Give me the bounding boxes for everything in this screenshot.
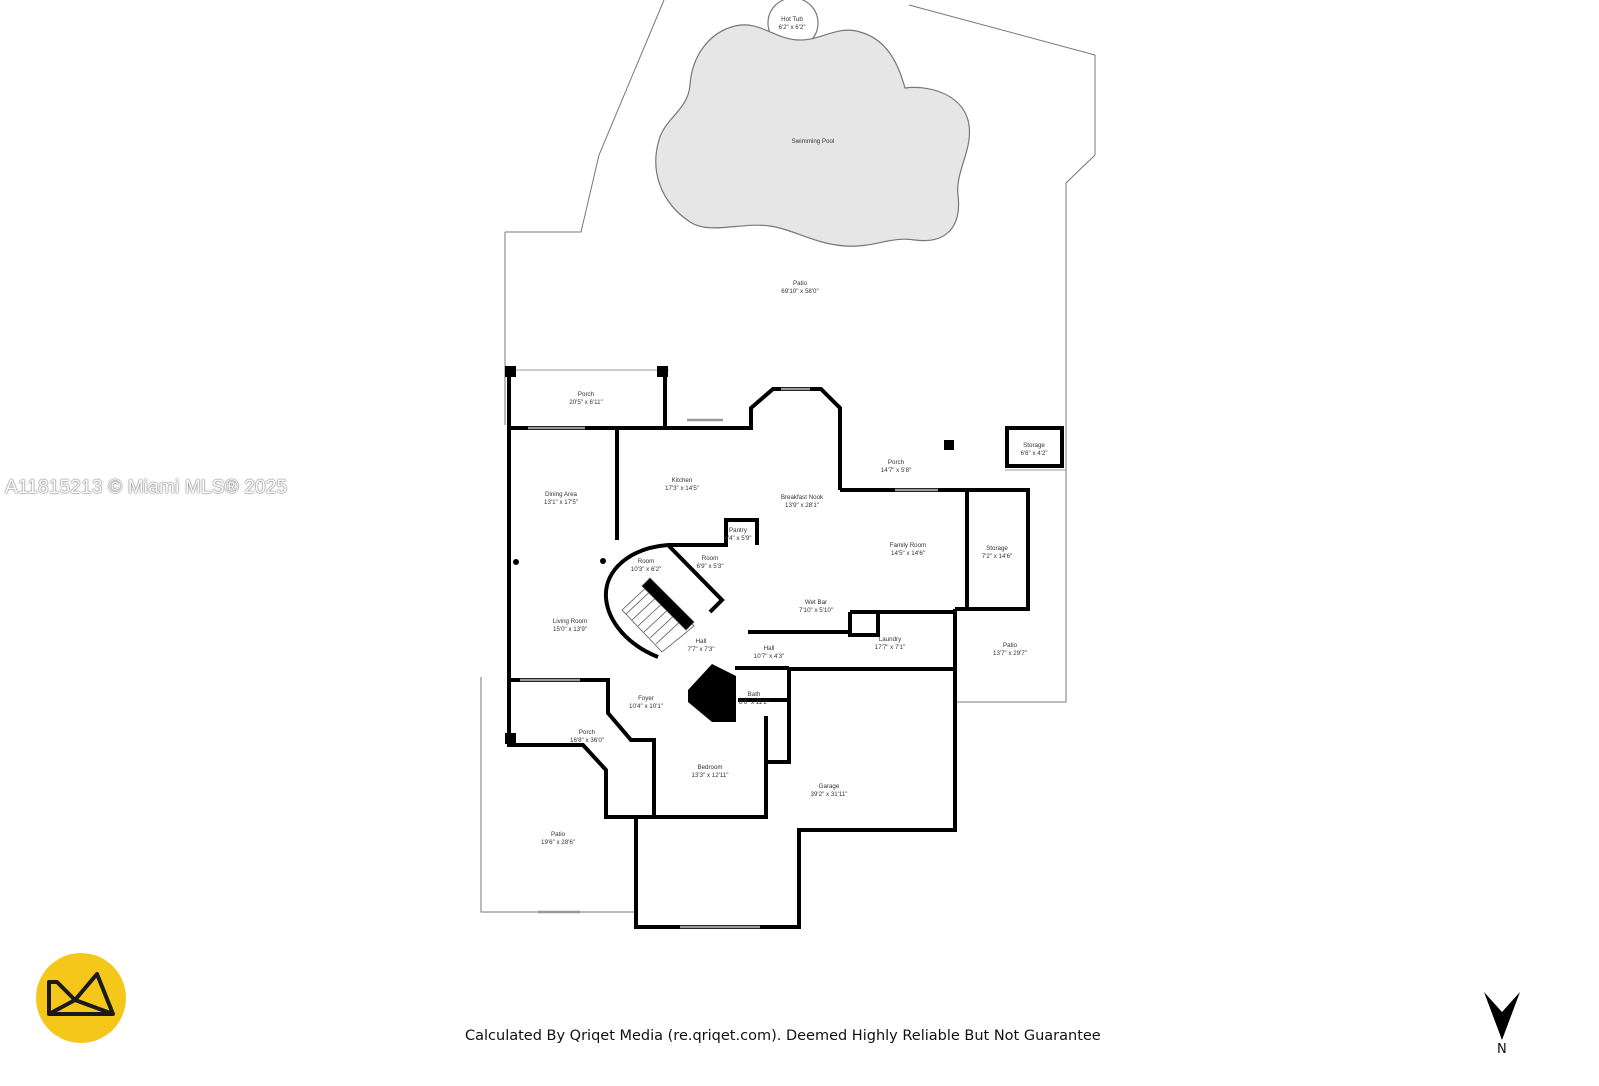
room-dims-porch-front: 16'8" x 36'0" [570,737,604,744]
room-name-swimming-pool: Swimming Pool [792,138,835,145]
room-name-room-b: Room [702,555,719,562]
room-dims-breakfast-nook: 13'9" x 28'1" [785,502,819,509]
room-dims-patio-side: 13'7" x 29'7" [993,650,1027,657]
room-dims-living-room: 15'0" x 13'9" [553,626,587,633]
room-dims-bath: 8'6" x 11'2" [739,699,769,706]
room-name-porch-rear: Porch [578,391,595,398]
room-dims-patio-rear: 69'10" x 58'0" [781,288,818,295]
room-name-porch-side: Porch [888,459,905,466]
room-dims-garage: 39'2" x 31'11" [811,791,848,798]
room-name-living-room: Living Room [553,618,587,625]
disclaimer-footer: Calculated By Qriqet Media (re.qriqet.co… [465,1028,1101,1044]
qriqet-logo [35,952,127,1044]
room-name-dining-area: Dining Area [545,491,578,498]
room-name-storage-small: Storage [1023,442,1045,449]
north-label: N [1497,1042,1507,1057]
room-name-patio-front: Patio [551,831,566,838]
room-name-hall-b: Hall [764,645,775,652]
room-dims-pantry: 4'4" x 5'9" [724,535,751,542]
room-dims-hot-tub: 6'2" x 6'2" [778,24,805,31]
staircase [621,577,695,653]
room-dims-bedroom: 13'3" x 12'11" [692,772,729,779]
room-name-wet-bar: Wet Bar [805,599,827,606]
room-dims-storage-large: 7'2" x 14'6" [982,553,1013,560]
room-dims-storage-small: 6'6" x 4'2" [1020,450,1047,457]
room-dims-wet-bar: 7'10" x 5'10" [799,607,833,614]
room-name-storage-large: Storage [986,545,1008,552]
room-name-porch-front: Porch [579,729,596,736]
room-name-kitchen: Kitchen [672,477,693,484]
walls [507,370,1064,929]
room-dims-foyer: 10'4" x 10'1" [629,703,663,710]
mls-watermark: A11815213 © Miami MLS® 2025 [5,477,288,498]
room-name-hot-tub: Hot Tub [781,16,803,23]
room-dims-room-a: 10'3" x 6'2" [631,566,662,573]
room-name-room-a: Room [638,558,655,565]
room-dims-hall-b: 10'7" x 4'3" [754,653,785,660]
room-name-garage: Garage [819,783,840,790]
room-name-family-room: Family Room [890,542,926,549]
room-dims-room-b: 6'9" x 5'3" [696,563,723,570]
room-dims-laundry: 17'7" x 7'1" [875,644,906,651]
room-name-foyer: Foyer [638,695,654,702]
room-dims-patio-front: 19'6" x 28'6" [541,839,575,846]
room-name-laundry: Laundry [879,636,902,643]
room-dims-hall-a: 7'7" x 7'3" [687,646,714,653]
north-arrow-icon [1484,992,1520,1040]
room-dims-porch-rear: 20'5" x 6'11" [569,399,602,406]
patio-edge [505,369,1066,471]
room-name-pantry: Pantry [729,527,748,534]
room-name-breakfast-nook: Breakfast Nook [781,494,824,501]
lot-outline [480,0,1096,913]
room-name-patio-rear: Patio [793,280,808,287]
porch-posts [505,366,954,744]
fireplace-block [688,664,736,722]
room-name-hall-a: Hall [696,638,707,645]
room-dims-family-room: 14'5" x 14'6" [891,550,925,557]
openings [520,387,938,929]
room-name-bedroom: Bedroom [697,764,722,771]
room-name-patio-side: Patio [1003,642,1018,649]
room-name-bath: Bath [748,691,761,698]
room-dims-dining-area: 13'1" x 17'5" [544,499,578,506]
room-dims-kitchen: 17'3" x 14'5" [665,485,699,492]
north-indicator: N [1483,992,1521,1057]
room-dims-porch-side: 14'7" x 5'8" [881,467,912,474]
swimming-pool [655,24,970,247]
stair-curve [603,543,669,659]
